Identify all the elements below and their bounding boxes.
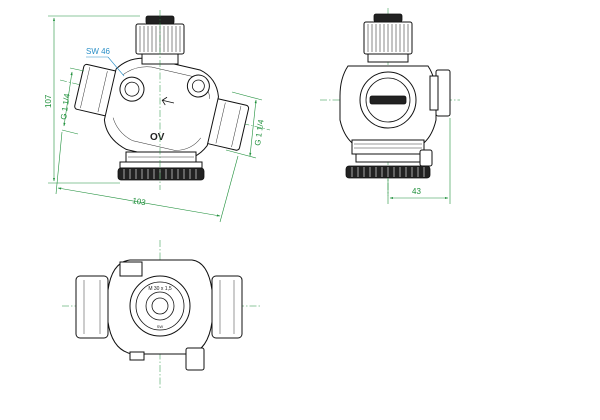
front-view: OV [59,10,271,190]
thread-left-label: G 1 1/4 [59,92,72,120]
height-value: 107 [44,94,53,108]
dimension-thread-left: G 1 1/4 [59,67,85,135]
dimension-width: 103 [55,131,239,223]
dimension-thread-right: G 1 1/4 [225,91,266,159]
side-depth-value: 43 [412,187,421,196]
bottom-nut-label: M 30 x 1,5 [148,286,172,292]
svg-text:SW: SW [157,324,164,329]
thread-right-label: G 1 1/4 [253,118,266,146]
wrench-size-callout: SW 46 [86,47,125,77]
wrench-size-label: SW 46 [86,47,111,56]
width-value: 103 [132,196,147,207]
dimension-height: 107 [44,15,140,184]
side-view [320,8,460,196]
front-label: OV [150,132,165,143]
bottom-view: M 30 x 1,5 SW [62,240,262,388]
dimension-side-depth: 43 [387,118,451,204]
